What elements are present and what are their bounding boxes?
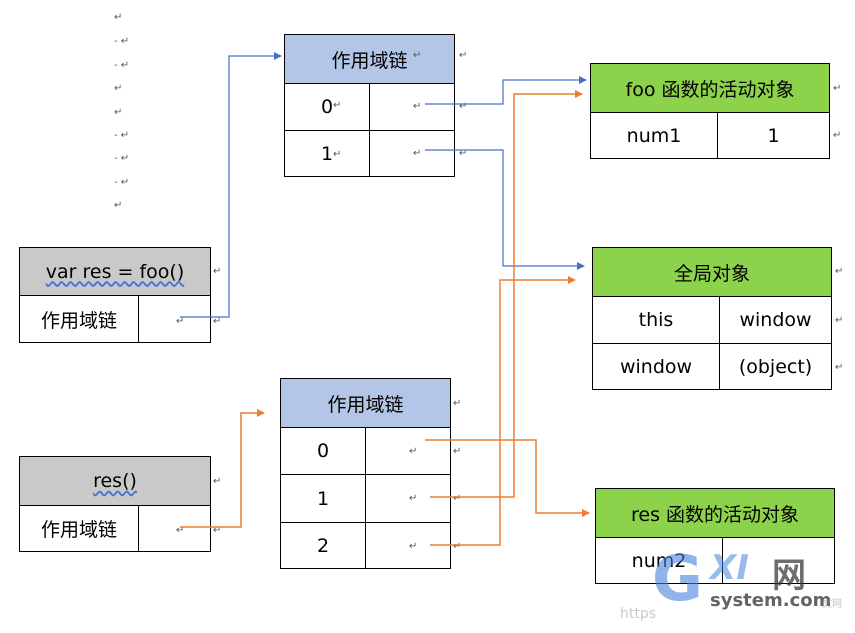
return-mark: ↵ [213, 476, 222, 487]
global-object-value-0: window [739, 309, 812, 331]
res-call-scope-label: 作用域链 [40, 519, 117, 541]
res-call-title: res() [93, 470, 137, 492]
watermark-domain: system.com [710, 590, 832, 611]
watermark-cn: 文网 [822, 599, 842, 610]
res-call-box: res() 作用域链 [19, 456, 211, 552]
return-mark: ↵ [835, 362, 844, 373]
scope-chain-bottom: 作用域链 0 1 2 [280, 378, 451, 569]
scope-chain-top-row-1: 1 [320, 142, 334, 165]
var-res-header: var res = foo() [20, 248, 210, 295]
return-mark: ↵ [409, 493, 418, 504]
return-mark: ↵ [835, 315, 844, 326]
return-mark: ↵ [453, 446, 462, 457]
global-object-header: 全局对象 [593, 248, 831, 296]
return-mark: ↵ [459, 148, 468, 159]
global-object-key-0: this [638, 309, 674, 331]
return-mark: ↵ [409, 446, 418, 457]
return-mark: ↵ [453, 541, 462, 552]
scope-chain-bottom-header: 作用域链 [281, 379, 450, 427]
return-mark: ↵ [413, 101, 422, 112]
return-mark: ↵ [459, 101, 468, 112]
foo-activation-header: foo 函数的活动对象 [591, 64, 829, 112]
scope-chain-top-header: 作用域链 [285, 35, 454, 83]
global-object-key-1: window [619, 355, 693, 378]
return-mark: ↵ [413, 50, 422, 61]
var-res-scope-label: 作用域链 [40, 309, 117, 332]
var-res-box: var res = foo() 作用域链 [19, 247, 211, 343]
return-mark: ↵ [213, 316, 222, 327]
paragraph-mark: - ↵ [114, 153, 130, 164]
paragraph-mark: - ↵ [114, 177, 130, 188]
return-mark: ↵ [176, 316, 185, 327]
res-call-header: res() [20, 457, 210, 505]
global-object-value-1: (object) [738, 355, 813, 378]
scope-chain-bottom-row-2: 2 [316, 534, 330, 557]
arrow-bottom-2-to-global [430, 276, 576, 546]
paragraph-mark: ↵ [114, 107, 123, 118]
return-mark: ↵ [213, 525, 222, 536]
paragraph-mark: - ↵ [114, 60, 130, 71]
return-mark: ↵ [453, 398, 462, 409]
return-mark: ↵ [176, 525, 185, 536]
foo-activation-object: foo 函数的活动对象 num1 1 [590, 63, 830, 159]
scope-chain-top-row-0: 0 [320, 96, 334, 118]
paragraph-mark: ↵ [114, 83, 123, 94]
return-mark: ↵ [833, 130, 842, 141]
foo-activation-key: num1 [626, 124, 682, 147]
foo-activation-value: 1 [767, 124, 780, 147]
return-mark: ↵ [213, 266, 222, 277]
res-activation-header: res 函数的活动对象 [596, 489, 834, 537]
return-mark: ↵ [835, 266, 844, 277]
paragraph-mark: ↵ [114, 200, 123, 211]
return-mark: ↵ [459, 50, 468, 61]
res-activation-object: res 函数的活动对象 num2 [595, 488, 835, 584]
scope-chain-bottom-row-0: 0 [316, 440, 330, 462]
paragraph-mark: ↵ [114, 12, 123, 23]
paragraph-mark: - ↵ [114, 130, 130, 141]
return-mark: ↵ [409, 541, 418, 552]
var-res-title: var res = foo() [45, 260, 185, 283]
scope-chain-bottom-row-1: 1 [316, 487, 330, 510]
return-mark: ↵ [833, 83, 842, 94]
res-activation-key: num2 [631, 549, 687, 572]
scope-chain-top: 作用域链 0 1 [284, 34, 455, 177]
return-mark: ↵ [333, 149, 342, 160]
return-mark: ↵ [333, 100, 342, 111]
watermark-sub: https [620, 606, 657, 622]
paragraph-mark: - ↵ [114, 36, 130, 47]
return-mark: ↵ [453, 493, 462, 504]
return-mark: ↵ [413, 148, 422, 159]
global-object: 全局对象 this window window (object) [592, 247, 832, 390]
